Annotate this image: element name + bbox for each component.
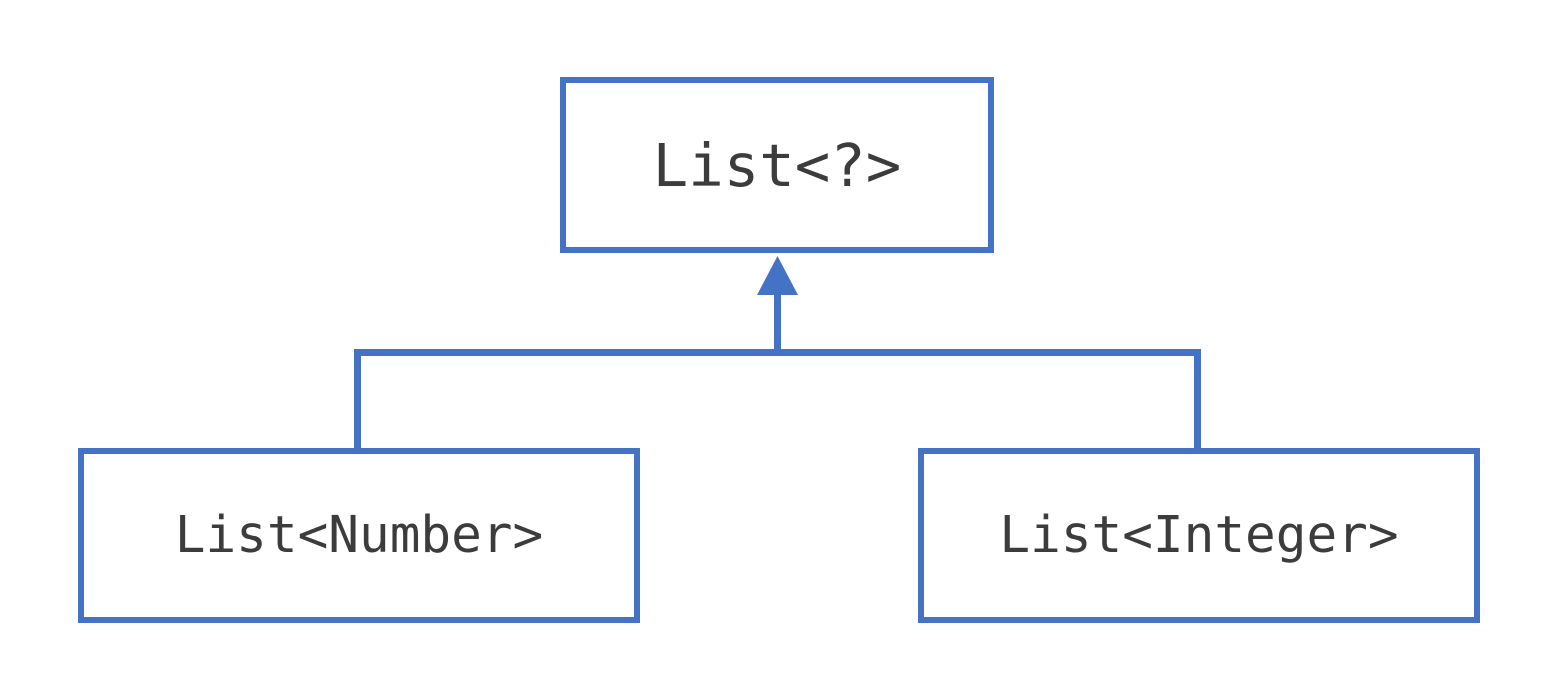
inheritance-arrowhead-icon [757, 256, 798, 295]
node-list-wildcard[interactable]: List<?> [560, 77, 994, 253]
node-list-wildcard-label: List<?> [652, 130, 902, 200]
node-list-integer-label: List<Integer> [999, 506, 1399, 565]
node-list-integer[interactable]: List<Integer> [918, 448, 1480, 623]
node-list-number-label: List<Number> [174, 506, 544, 565]
node-list-number[interactable]: List<Number> [78, 448, 640, 623]
